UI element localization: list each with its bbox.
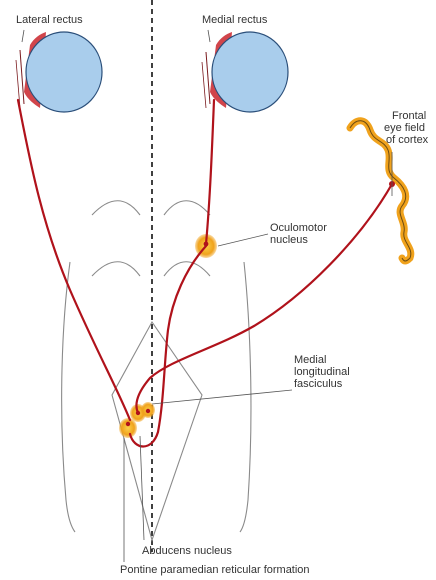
- label-frontal-eye-field-3: of cortex: [386, 134, 428, 146]
- label-medial-rectus: Medial rectus: [202, 14, 267, 26]
- medial-rectus-nerve-path: [206, 100, 214, 244]
- neural-pathways: [18, 100, 392, 447]
- label-oculomotor-1: Oculomotor: [270, 222, 327, 234]
- label-mlf-1: Medial: [294, 354, 326, 366]
- label-oculomotor-2: nucleus: [270, 234, 308, 246]
- abducens-nerve-path: [18, 100, 130, 420]
- left-eyeball-lateral-rectus: [16, 32, 102, 112]
- label-mlf-3: fasciculus: [294, 378, 342, 390]
- label-lateral-rectus: Lateral rectus: [16, 14, 83, 26]
- label-frontal-eye-field-2: eye field: [384, 122, 425, 134]
- label-abducens-nucleus: Abducens nucleus: [142, 545, 232, 557]
- brainstem-outline: [62, 201, 251, 540]
- label-pprf: Pontine paramedian reticular formation: [120, 564, 310, 576]
- label-mlf-2: longitudinal: [294, 366, 350, 378]
- label-frontal-eye-field-1: Frontal: [392, 110, 426, 122]
